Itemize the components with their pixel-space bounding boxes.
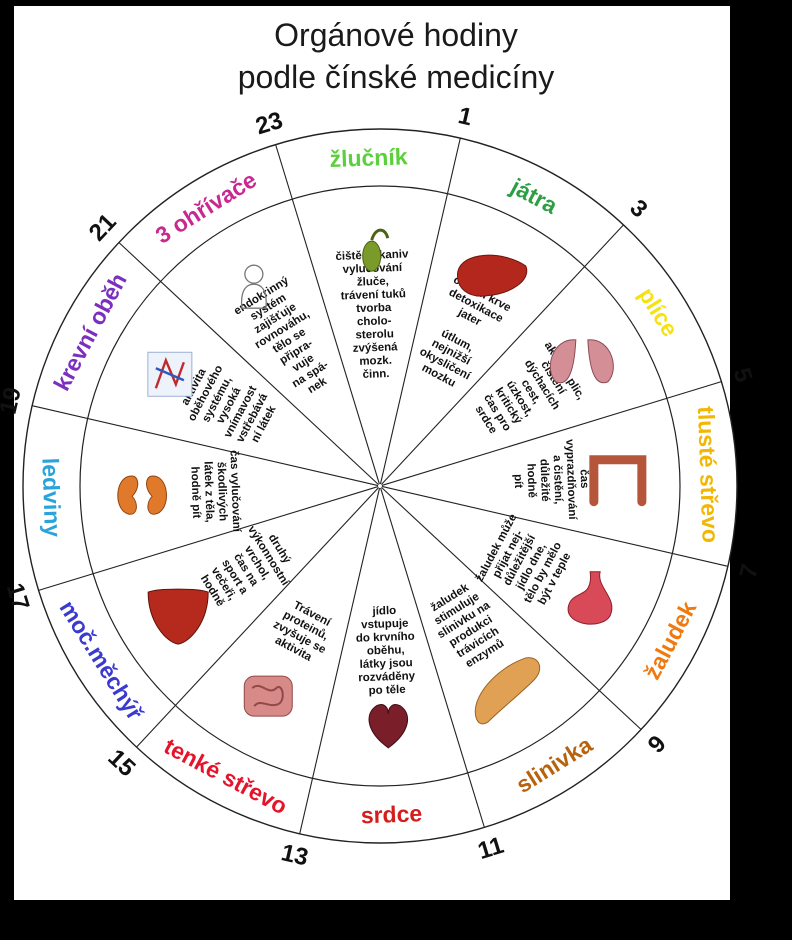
hour-label: 3 bbox=[624, 194, 652, 223]
description-line: vyprazdňování bbox=[563, 439, 578, 521]
lungs-icon bbox=[549, 339, 614, 384]
description-tluste-strevo: časvyprazdňovánía čistění,důležitéhodněp… bbox=[511, 438, 592, 522]
description-ledviny: čas vylučováníškodlivýchlátek z těla,hod… bbox=[188, 450, 242, 534]
inner-ring bbox=[79, 185, 681, 787]
description-line: rozváděny bbox=[358, 670, 416, 684]
segment-divider bbox=[32, 405, 379, 487]
segment-divider bbox=[381, 486, 642, 730]
description-srdce: jídlovstupujedo krvníhooběhu,látky jsour… bbox=[355, 604, 417, 697]
organ-label-srdce: srdce bbox=[360, 800, 422, 828]
pancreas-icon bbox=[474, 657, 541, 725]
description-line: jídlo bbox=[371, 605, 396, 618]
hour-label: 13 bbox=[279, 839, 311, 871]
description-line: čas bbox=[578, 469, 591, 489]
segment-divider bbox=[275, 144, 380, 485]
description-line: látek z těla, bbox=[201, 461, 215, 523]
segment-divider bbox=[299, 487, 381, 834]
hour-label: 1 bbox=[456, 102, 475, 131]
description-line: cholo- bbox=[357, 315, 392, 328]
segment-divider bbox=[118, 242, 379, 486]
hour-label: 5 bbox=[728, 365, 758, 386]
segment-divider bbox=[379, 138, 461, 485]
stomach-icon bbox=[567, 571, 613, 625]
description-line: tvorba bbox=[356, 302, 392, 315]
description-line: trávení tuků bbox=[341, 288, 407, 302]
segment-divider bbox=[380, 487, 485, 828]
description-line: žluče, bbox=[357, 276, 389, 289]
description-line: vstupuje bbox=[361, 618, 409, 632]
description-zlucnik: čištění tkanivvylučovánížluče,trávení tu… bbox=[335, 248, 413, 381]
description-line: sterolu bbox=[355, 328, 394, 341]
hour-label: 19 bbox=[0, 385, 27, 417]
description-line: škodlivých bbox=[215, 462, 229, 522]
description-line: po těle bbox=[368, 684, 405, 697]
triple-warmer-icon bbox=[240, 264, 267, 309]
title-line-1: Orgánové hodiny bbox=[274, 17, 518, 53]
organ-label-ledviny: ledviny bbox=[37, 457, 66, 537]
segment-divider bbox=[381, 381, 722, 486]
organ-label-tluste-strevo: tlusté střevo bbox=[693, 406, 724, 544]
liver-icon bbox=[457, 254, 528, 297]
segment-divider bbox=[136, 487, 380, 748]
description-line: zvýšená bbox=[353, 341, 399, 355]
heart-icon bbox=[368, 704, 409, 749]
circulation-icon bbox=[147, 351, 193, 397]
page-title: Orgánové hodiny podle čínské medicíny bbox=[0, 14, 792, 98]
segment-divider bbox=[381, 485, 728, 567]
description-line: mozk. bbox=[359, 355, 392, 368]
description-line: hodně pít bbox=[188, 466, 202, 518]
hour-label: 17 bbox=[1, 580, 35, 613]
description-krevni-obeh: aktivitaoběhovéhosystému,vysokávnímavost… bbox=[174, 357, 283, 454]
description-line: činn. bbox=[362, 368, 389, 381]
hour-label: 7 bbox=[735, 562, 764, 581]
gallbladder-icon bbox=[362, 228, 390, 272]
hour-label: 15 bbox=[103, 744, 141, 782]
hour-label: 23 bbox=[252, 107, 285, 141]
description-line: látky jsou bbox=[359, 657, 412, 671]
description-line: oběhu, bbox=[367, 644, 405, 657]
organ-label-zlucnik: žlučník bbox=[329, 143, 408, 172]
small-intestine-icon bbox=[243, 675, 293, 717]
hour-label: 11 bbox=[475, 832, 507, 865]
description-line: do krvního bbox=[356, 631, 415, 645]
description-line: důležité bbox=[538, 459, 551, 502]
title-line-2: podle čínské medicíny bbox=[237, 59, 555, 95]
bladder-icon bbox=[147, 588, 209, 645]
kidneys-icon bbox=[117, 475, 167, 515]
colon-icon bbox=[589, 455, 647, 507]
description-line: pít bbox=[512, 474, 524, 489]
hour-label: 21 bbox=[84, 209, 122, 247]
hour-label: 9 bbox=[643, 730, 672, 758]
description-line: čas vylučování bbox=[227, 450, 242, 533]
description-line: a čistění, bbox=[551, 455, 565, 505]
description-line: hodně bbox=[525, 463, 538, 498]
segment-divider bbox=[380, 224, 624, 485]
outer-ring bbox=[22, 128, 738, 844]
segment-divider bbox=[38, 486, 379, 591]
